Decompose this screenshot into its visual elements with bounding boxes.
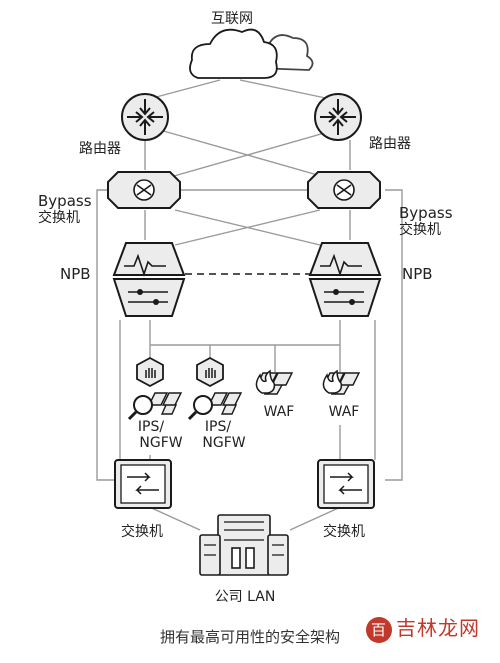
bypass-switch-icon-left — [107, 171, 181, 209]
bypass-left-label-en: Bypass — [38, 192, 92, 210]
link-cloud-router-right — [239, 79, 336, 101]
router-right-label: 路由器 — [369, 136, 411, 152]
cloud-icon — [189, 28, 314, 79]
link-bypass-npb-cross-2 — [174, 209, 321, 246]
ips-ngfw-icon-2 — [187, 356, 243, 421]
router-icon-right — [314, 93, 362, 141]
npb-left-label: NPB — [60, 265, 91, 283]
npb-icon-left — [112, 242, 186, 317]
link-router-cross-2 — [159, 129, 336, 181]
waf-2-label: WAF — [328, 404, 360, 420]
watermark-text: 吉林龙网 — [396, 616, 480, 640]
switch-icon-left — [114, 459, 172, 509]
ips-ngfw-icon-1 — [127, 356, 183, 421]
lan-server-icon — [199, 514, 289, 576]
npb-icon-right — [308, 242, 382, 317]
switch-icon-right — [317, 459, 375, 509]
bypass-left-label-cn: 交换机 — [38, 210, 80, 226]
ips-ngfw-2-label-line1: IPS/ — [204, 419, 232, 435]
bypass-right-label-en: Bypass — [399, 204, 453, 222]
router-left-label: 路由器 — [79, 141, 121, 157]
npb-right-label: NPB — [402, 265, 433, 283]
switch-left-label: 交换机 — [121, 524, 163, 540]
bypass-loop-left — [96, 189, 115, 481]
lan-label: 公司 LAN — [214, 589, 276, 605]
internet-label: 互联网 — [211, 11, 253, 27]
watermark: 百吉林龙网 — [366, 612, 480, 643]
ips-ngfw-1-label-line1: IPS/ — [137, 419, 165, 435]
waf-1-label: WAF — [263, 404, 295, 420]
router-icon-left — [121, 93, 169, 141]
bypass-switch-icon-right — [307, 171, 381, 209]
waf-icon-2 — [322, 369, 361, 395]
watermark-badge: 百 — [366, 616, 392, 643]
figure-caption: 拥有最高可用性的安全架构 — [159, 628, 340, 646]
ips-ngfw-1-label-line2: NGFW — [139, 435, 183, 451]
link-switch-lan-left — [144, 504, 201, 531]
link-switch-lan-right — [289, 504, 346, 531]
waf-icon-1 — [255, 369, 294, 395]
bypass-loop-right — [385, 189, 403, 481]
bypass-right-label-cn: 交换机 — [399, 222, 441, 238]
ips-ngfw-2-label-line2: NGFW — [202, 435, 246, 451]
switch-right-label: 交换机 — [323, 524, 365, 540]
